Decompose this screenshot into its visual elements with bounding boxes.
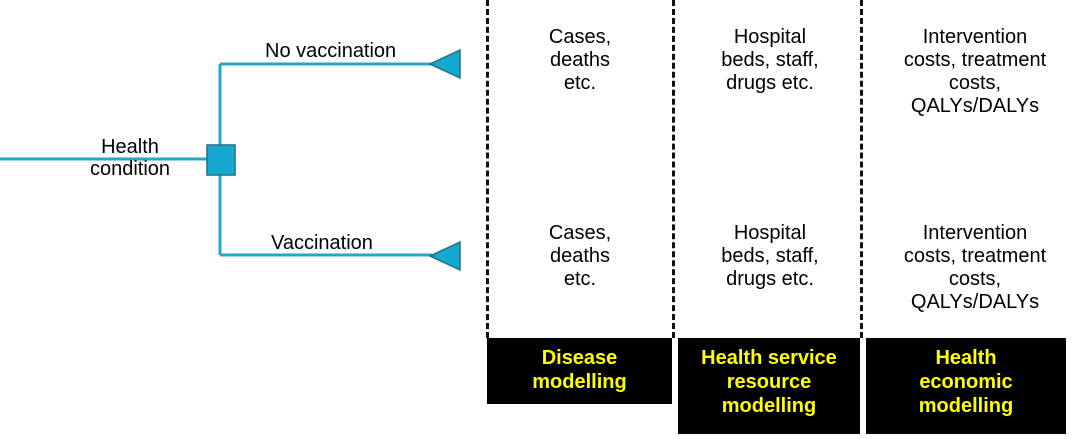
- divider-3: [860, 0, 863, 338]
- branch-label-no-vaccination: No vaccination: [265, 40, 397, 62]
- outcome-disease-vaccination: Cases, deaths etc.: [548, 222, 612, 290]
- outcome-resource-vaccination: Hospital beds, staff, drugs etc.: [721, 222, 819, 290]
- resource-modelling-box: Health service resource modelling: [678, 338, 860, 434]
- divider-2: [672, 0, 675, 338]
- outcome-economic-no-vaccination: Intervention costs, treatment costs, QAL…: [903, 26, 1047, 117]
- outcome-disease-no-vaccination: Cases, deaths etc.: [548, 26, 612, 94]
- economic-modelling-box: Health economic modelling: [866, 338, 1066, 434]
- branch-label-vaccination: Vaccination: [271, 232, 373, 254]
- decision-node: [206, 144, 236, 176]
- disease-modelling-box: Disease modelling: [487, 338, 672, 404]
- divider-1: [486, 0, 489, 338]
- decision-tree: [0, 48, 461, 272]
- root-label: Health condition: [89, 136, 171, 180]
- outcome-resource-no-vaccination: Hospital beds, staff, drugs etc.: [721, 26, 819, 94]
- terminal-node-vaccination: [428, 240, 461, 272]
- outcome-economic-vaccination: Intervention costs, treatment costs, QAL…: [903, 222, 1047, 313]
- terminal-node-no-vaccination: [428, 48, 461, 80]
